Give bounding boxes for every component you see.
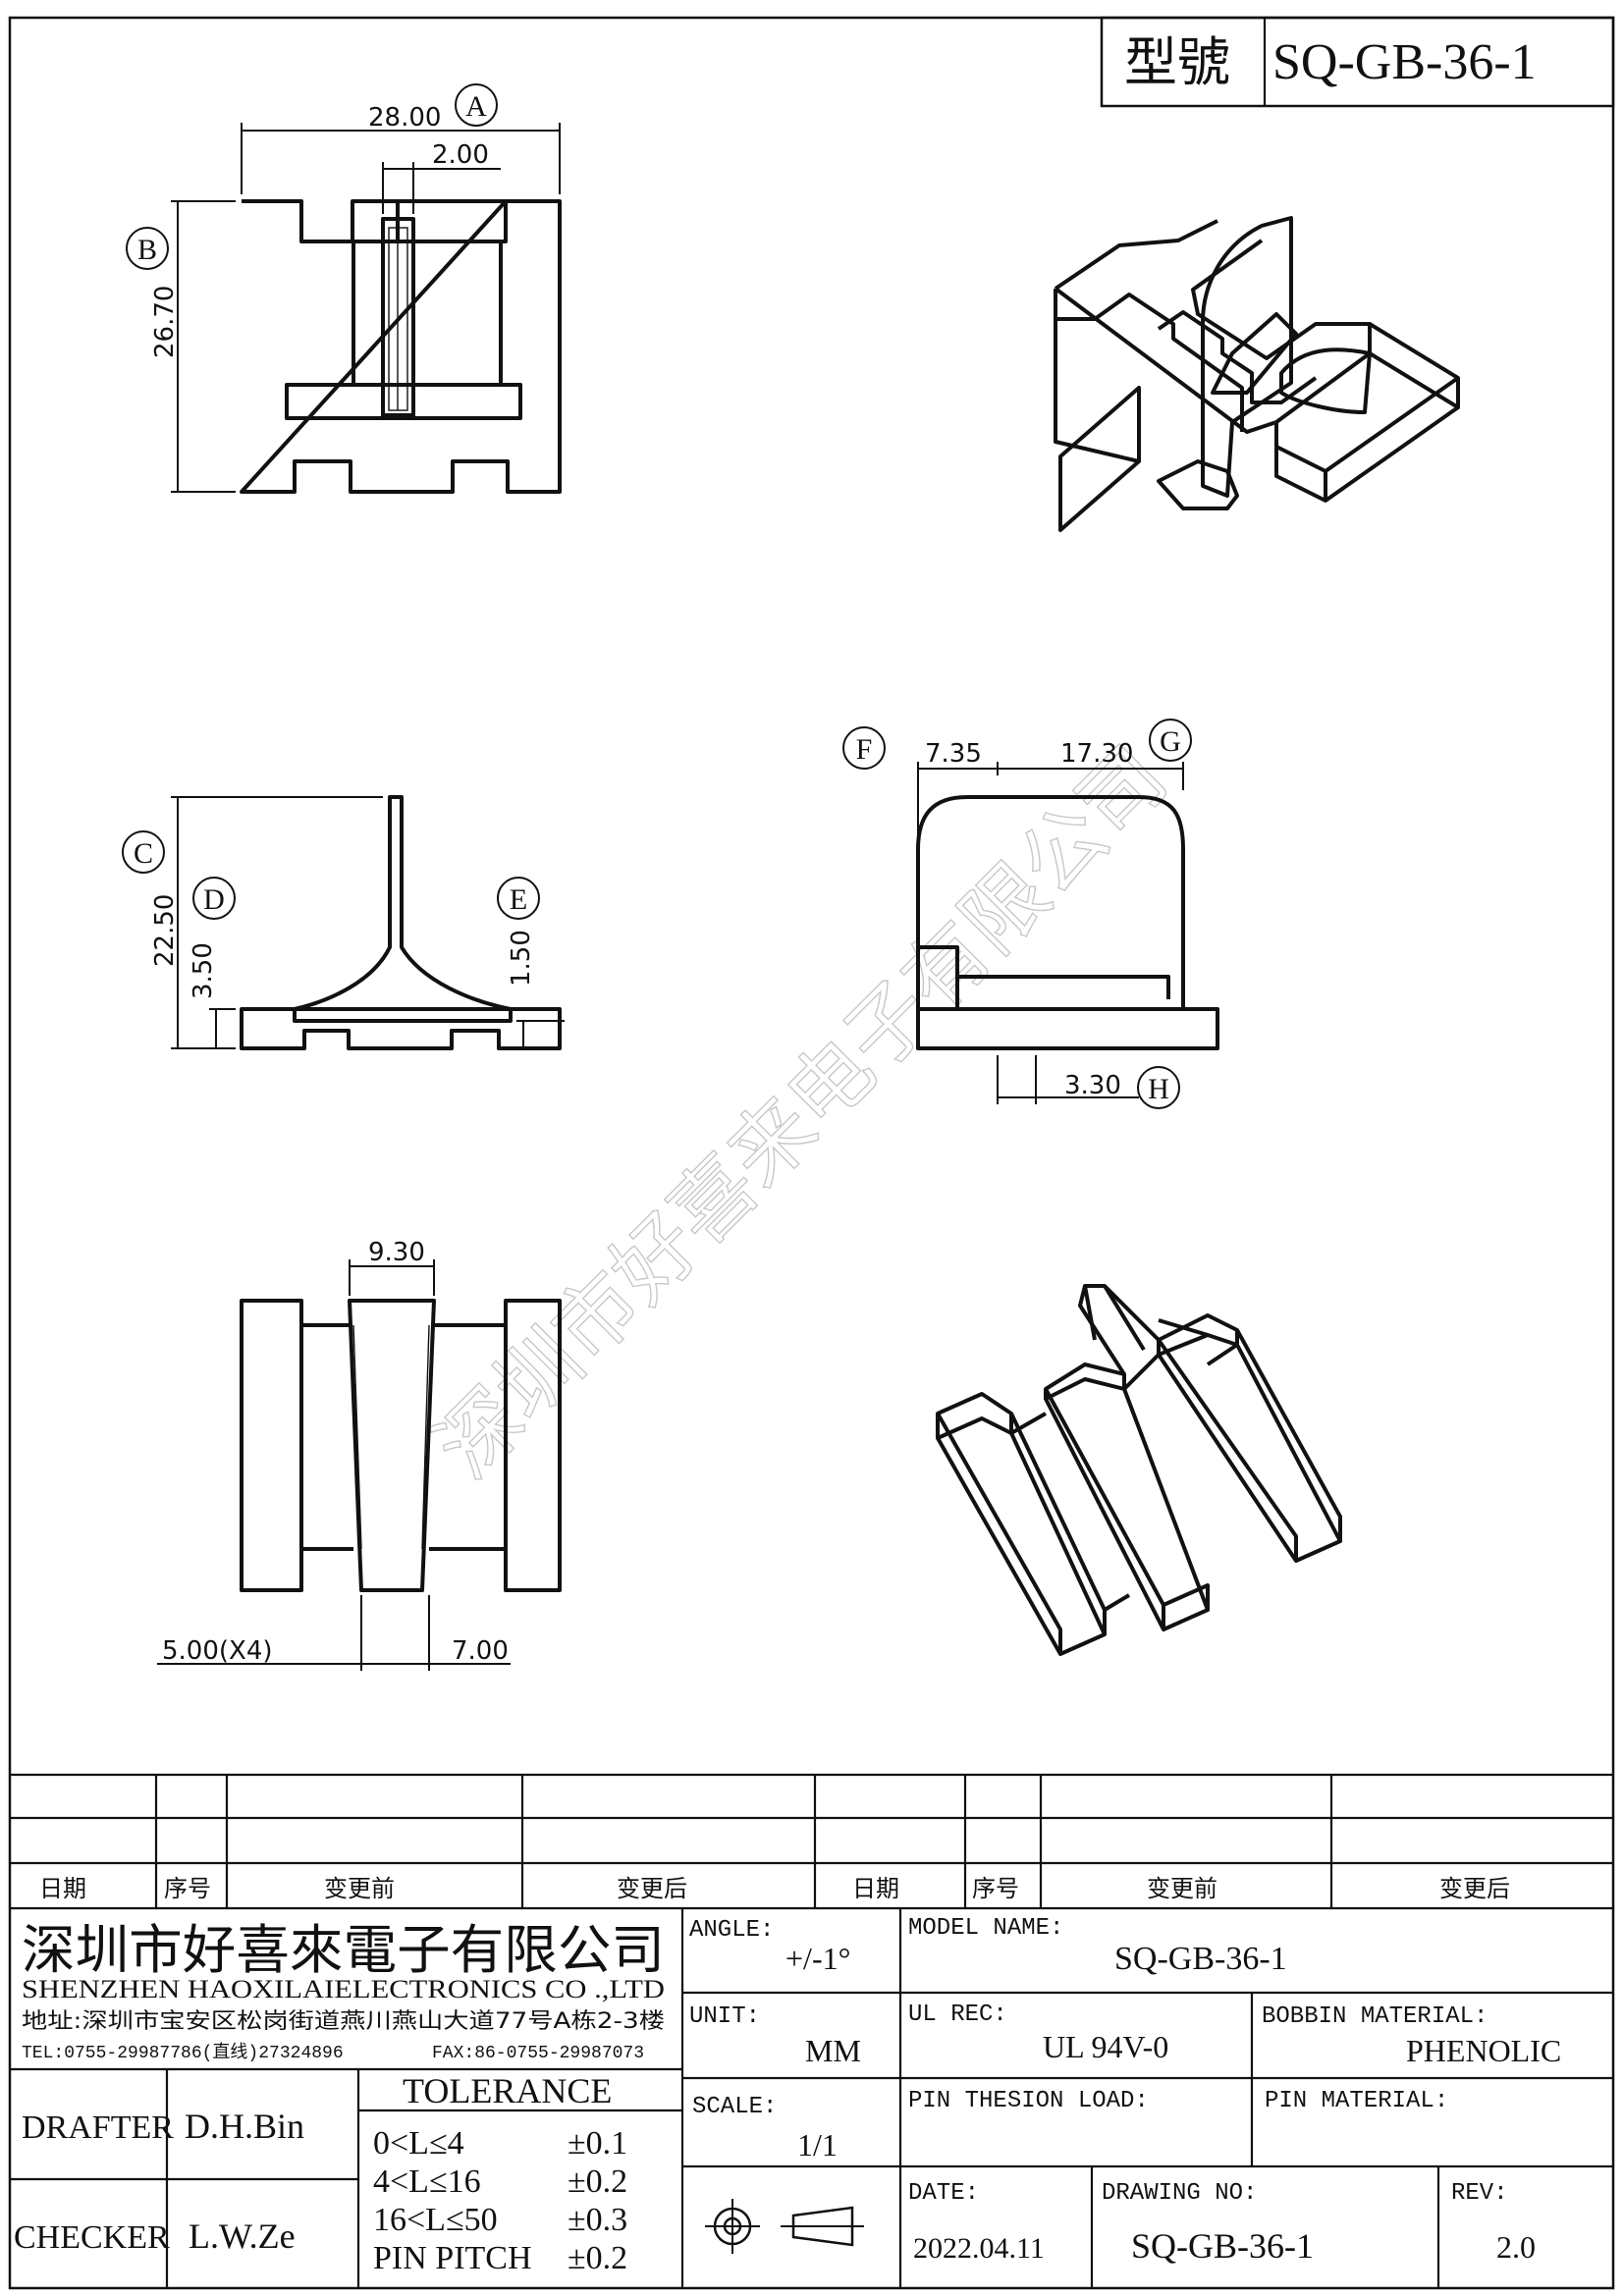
- tolerance-title: TOLERANCE: [403, 2071, 612, 2110]
- dim-gap-value: 7.00: [452, 1636, 509, 1666]
- projection-symbol-icon: [705, 2199, 864, 2254]
- ul-rec-label: UL REC:: [908, 2002, 1007, 2028]
- drawing-no-value: SQ-GB-36-1: [1131, 2226, 1314, 2266]
- model-box-label: 型號: [1124, 31, 1230, 93]
- date-label: DATE:: [908, 2180, 979, 2207]
- title-block: 日期 序号 变更前 变更后 日期 序号 变更前 变更后 深圳市好喜來電子有限公司…: [10, 1773, 1613, 2288]
- watermark: 深圳市好喜来电子有限公司: [417, 728, 1185, 1496]
- drawing-no-label: DRAWING NO:: [1102, 2180, 1257, 2207]
- dim-d-value: 3.50: [189, 942, 218, 999]
- bottom-view: 9.30 5.00(X4) 7.00: [157, 1238, 562, 1671]
- tolerance-range-2: 4<L≤16: [373, 2163, 481, 2200]
- dim-b-marker: [126, 227, 169, 270]
- dim-a-value: 28.00: [368, 103, 441, 133]
- dim-e-marker: [497, 877, 540, 920]
- iso-view-bottom: [936, 1284, 1342, 1656]
- dim-inner-value: 2.00: [432, 140, 489, 170]
- tolerance-value-4: ±0.2: [568, 2240, 627, 2276]
- rev-label: REV:: [1451, 2180, 1508, 2207]
- dim-g-letter: G: [1160, 725, 1181, 758]
- dim-a-marker: [455, 83, 498, 127]
- top-view: 28.00 A 2.00 26.70 B: [126, 83, 562, 494]
- dim-h-value: 3.30: [1064, 1071, 1121, 1100]
- dim-g-value: 17.30: [1060, 739, 1133, 769]
- scale-label: SCALE:: [692, 2094, 777, 2120]
- rev-header-after-2: 变更后: [1439, 1875, 1510, 1902]
- pin-material-label: PIN MATERIAL:: [1265, 2088, 1448, 2114]
- dim-e-letter: E: [510, 883, 527, 916]
- bobbin-material-value: PHENOLIC: [1406, 2033, 1561, 2068]
- model-name-value: SQ-GB-36-1: [1114, 1941, 1287, 1977]
- dim-f-letter: F: [856, 733, 873, 766]
- ul-rec-value: UL 94V-0: [1043, 2029, 1168, 2064]
- dim-c-marker: [122, 830, 165, 874]
- dim-pitch-value: 5.00(X4): [162, 1636, 273, 1666]
- model-number-box: 型號 SQ-GB-36-1: [1100, 16, 1615, 108]
- tolerance-range-1: 0<L≤4: [373, 2125, 464, 2162]
- angle-label: ANGLE:: [689, 1917, 774, 1944]
- dim-c-value: 22.50: [150, 894, 180, 967]
- dim-f-value: 7.35: [925, 739, 982, 769]
- unit-value: MM: [805, 2033, 861, 2068]
- checker-label: CHECKER: [14, 2219, 170, 2256]
- pin-load-label: PIN THESION LOAD:: [908, 2088, 1149, 2114]
- rev-header-seq-1: 序号: [164, 1875, 211, 1902]
- checker-name: L.W.Ze: [189, 2216, 296, 2256]
- dim-d-letter: D: [203, 883, 225, 916]
- drafter-label: DRAFTER: [22, 2109, 174, 2146]
- model-box-value: SQ-GB-36-1: [1272, 34, 1537, 90]
- rev-header-before-2: 变更前: [1147, 1875, 1217, 1902]
- tolerance-value-1: ±0.1: [568, 2125, 627, 2162]
- rev-header-seq-2: 序号: [972, 1875, 1019, 1902]
- rev-header-after-1: 变更后: [617, 1875, 687, 1902]
- tolerance-value-3: ±0.3: [568, 2202, 627, 2238]
- scale-value: 1/1: [797, 2127, 838, 2163]
- rev-header-date-2: 日期: [852, 1875, 899, 1902]
- tolerance-value-2: ±0.2: [568, 2163, 627, 2200]
- side-view: 22.50 C 3.50 D 1.50 E: [122, 795, 565, 1050]
- dim-g-marker: [1149, 719, 1192, 762]
- unit-label: UNIT:: [689, 2003, 760, 2030]
- model-name-label: MODEL NAME:: [908, 1915, 1063, 1942]
- dim-c-letter: C: [134, 837, 153, 870]
- tolerance-range-4: PIN PITCH: [373, 2240, 532, 2276]
- angle-value: +/-1°: [785, 1941, 850, 1976]
- tolerance-range-3: 16<L≤50: [373, 2202, 498, 2238]
- dim-b-value: 26.70: [150, 286, 180, 358]
- dim-f-marker: [842, 726, 886, 770]
- iso-view-top: [1054, 216, 1460, 532]
- dim-a-letter: A: [465, 90, 487, 123]
- dim-h-letter: H: [1148, 1073, 1169, 1105]
- rev-header-before-1: 变更前: [324, 1875, 395, 1902]
- dim-e-value: 1.50: [507, 930, 536, 987]
- rev-value: 2.0: [1496, 2229, 1536, 2265]
- company-tel: TEL:0755-29987786(直线)27324896: [22, 2042, 344, 2063]
- rev-header-date-1: 日期: [39, 1875, 86, 1902]
- dim-d-marker: [192, 877, 236, 920]
- dim-b-letter: B: [137, 234, 157, 266]
- sheet-border: [8, 16, 1615, 2290]
- dim-h-marker: [1137, 1066, 1180, 1109]
- company-fax: FAX:86-0755-29987073: [432, 2044, 644, 2063]
- date-value: 2022.04.11: [913, 2232, 1045, 2265]
- dim-slot-value: 9.30: [368, 1238, 425, 1267]
- company-address: 地址:深圳市宝安区松岗街道燕川燕山大道77号A栋2-3楼: [22, 2009, 665, 2034]
- company-name-cn: 深圳市好喜來電子有限公司: [22, 1919, 665, 1981]
- drafter-name: D.H.Bin: [185, 2107, 304, 2146]
- bobbin-material-label: BOBBIN MATERIAL:: [1262, 2003, 1488, 2030]
- front-view: 7.35 F 17.30 G 3.30 H: [842, 719, 1219, 1109]
- company-name-en: SHENZHEN HAOXILAIELECTRONICS CO .,LTD: [22, 1975, 665, 2003]
